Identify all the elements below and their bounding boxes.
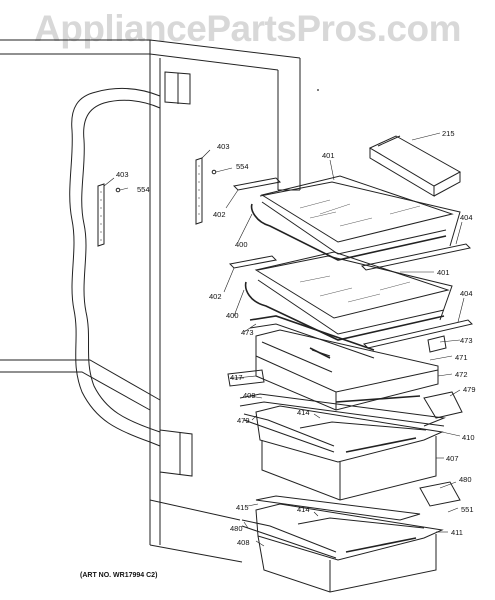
label-400-middle: 400: [226, 311, 239, 320]
label-409: 409: [243, 391, 256, 400]
shelf-ladder-left: [97, 183, 121, 247]
upper-glass-panel: [260, 175, 454, 243]
crisper-drawer-upper: [243, 405, 444, 501]
label-411: 411: [451, 528, 463, 537]
label-554-right: 554: [236, 162, 249, 171]
upper-shelf-trim: [360, 243, 472, 271]
crisper-glass-cover: [239, 391, 463, 427]
drawer-slide-left: [227, 369, 265, 387]
label-414-lower: 414: [297, 505, 310, 514]
door-bin: [368, 135, 462, 197]
label-551: 551: [461, 505, 474, 514]
upper-shelf-frame: [232, 177, 461, 261]
divider: [255, 495, 421, 521]
label-402-upper: 402: [213, 210, 226, 219]
label-215: 215: [442, 129, 455, 138]
label-403-right: 403: [217, 142, 230, 151]
label-407: 407: [446, 454, 459, 463]
leader-lines: [103, 132, 465, 547]
label-480-left: 480: [230, 524, 243, 533]
label-473-right: 473: [460, 336, 473, 345]
label-417: 417: [230, 373, 243, 382]
art-number: (ART NO. WR17994 C2): [80, 572, 158, 579]
label-473-left: 473: [241, 328, 254, 337]
label-415: 415: [236, 503, 249, 512]
door-gasket: [69, 88, 161, 447]
middle-glass-panel: [254, 251, 450, 319]
drawer-slide-right: [419, 481, 461, 507]
label-402-middle: 402: [209, 292, 222, 301]
label-400-upper: 400: [235, 240, 248, 249]
label-408: 408: [237, 538, 250, 547]
label-472: 472: [455, 370, 468, 379]
watermark: AppliancePartsPros.com: [34, 8, 461, 49]
label-404-middle: 404: [460, 289, 473, 298]
crisper-drawer-lower: [241, 503, 444, 593]
label-410: 410: [462, 433, 475, 442]
crisper-cover: [249, 315, 447, 359]
cabinet-outline: [0, 39, 319, 563]
label-401-upper: 401: [322, 151, 335, 160]
label-554-left: 554: [137, 185, 150, 194]
label-471: 471: [455, 353, 468, 362]
label-480-right: 480: [459, 475, 472, 484]
label-401-middle: 401: [437, 268, 450, 277]
label-479-right: 479: [463, 385, 476, 394]
shelf-ladder-right: [195, 157, 217, 225]
label-414-upper: 414: [297, 408, 310, 417]
meat-pan-drawer: [255, 329, 439, 411]
part-labels: 215 401 403 554 403 554 402 400 404 401 …: [116, 129, 476, 547]
label-403-left: 403: [116, 170, 129, 179]
label-404-upper: 404: [460, 213, 473, 222]
label-479-left: 479: [237, 416, 250, 425]
